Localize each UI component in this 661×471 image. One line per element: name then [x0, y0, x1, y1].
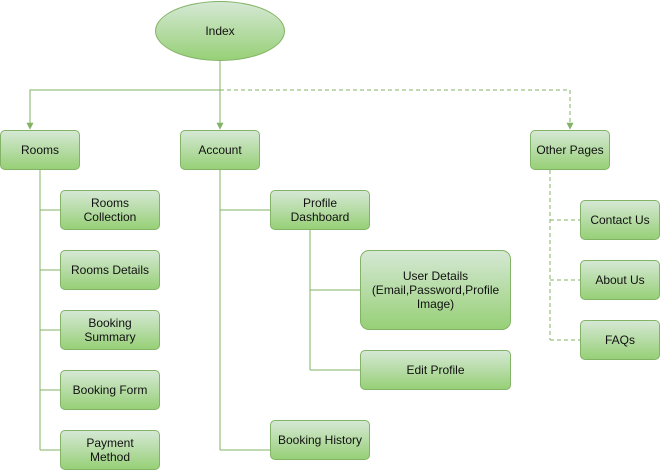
node-edit-profile[interactable]: Edit Profile	[360, 350, 511, 390]
node-booking-form[interactable]: Booking Form	[60, 370, 160, 410]
connector-index-other-pages	[220, 89, 574, 130]
connector-index-rooms	[26, 89, 220, 130]
node-rooms-details[interactable]: Rooms Details	[60, 250, 160, 290]
node-about-us-label: About Us	[595, 273, 645, 287]
node-account[interactable]: Account	[180, 130, 260, 170]
node-other-pages-label: Other Pages	[536, 143, 604, 157]
node-payment-method[interactable]: Payment Method	[60, 430, 160, 470]
node-index[interactable]: Index	[155, 1, 285, 61]
node-faqs[interactable]: FAQs	[580, 320, 660, 360]
node-booking-summary-label: Booking Summary	[84, 316, 136, 344]
node-user-details[interactable]: User Details (Email,Password,Profile Ima…	[360, 250, 511, 330]
node-rooms[interactable]: Rooms	[0, 130, 80, 170]
node-rooms-collection-label: Rooms Collection	[83, 196, 137, 224]
node-profile-dashboard-label: Profile Dashboard	[290, 196, 350, 224]
node-booking-history[interactable]: Booking History	[270, 420, 370, 460]
node-rooms-collection[interactable]: Rooms Collection	[60, 190, 160, 230]
node-faqs-label: FAQs	[604, 333, 635, 347]
node-about-us[interactable]: About Us	[580, 260, 660, 300]
node-profile-dashboard[interactable]: Profile Dashboard	[270, 190, 370, 230]
node-rooms-label: Rooms	[20, 143, 59, 157]
node-account-label: Account	[198, 143, 242, 157]
node-other-pages[interactable]: Other Pages	[530, 130, 610, 170]
node-booking-history-label: Booking History	[277, 433, 363, 447]
node-contact-us[interactable]: Contact Us	[580, 200, 660, 240]
node-index-label: Index	[205, 24, 235, 38]
node-contact-us-label: Contact Us	[590, 213, 650, 227]
node-rooms-details-label: Rooms Details	[70, 263, 150, 277]
node-booking-summary[interactable]: Booking Summary	[60, 310, 160, 350]
node-edit-profile-label: Edit Profile	[406, 363, 465, 377]
node-booking-form-label: Booking Form	[72, 383, 148, 397]
node-payment-method-label: Payment Method	[86, 436, 134, 464]
node-user-details-label: User Details (Email,Password,Profile Ima…	[371, 269, 500, 311]
